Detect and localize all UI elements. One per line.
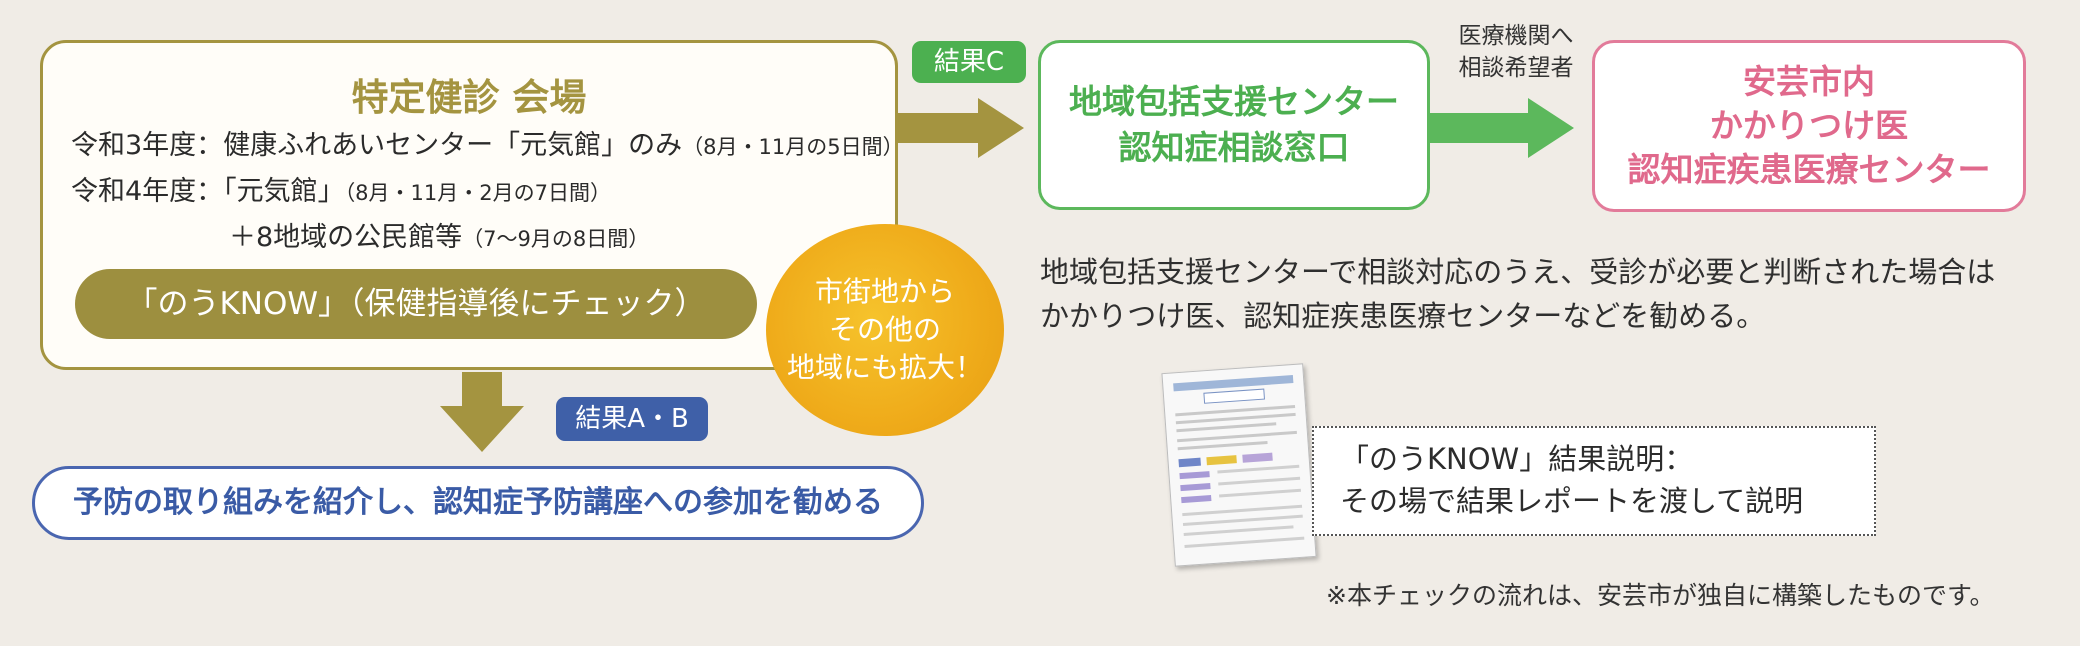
support-center-box: 地域包括支援センター 認知症相談窓口: [1038, 40, 1430, 210]
result-c-badge: 結果C: [912, 41, 1026, 83]
report-document-icon: [1173, 375, 1305, 548]
medical-referral-note: 医療機関へ 相談希望者: [1436, 20, 1596, 84]
venue-row-r4: 令和4年度：「元気館」（8月・11月・2月の7日間）: [71, 169, 611, 208]
result-explanation-line-1: 「のうKNOW」結果説明：: [1340, 442, 1694, 476]
venue-title: 特定健診 会場: [351, 76, 587, 119]
description-text: 地域包括支援センターで相談対応のうえ、受診が必要と判断された場合は かかりつけ医…: [1040, 250, 2040, 338]
footnote: ※本チェックの流れは、安芸市が独自に構築したものです。: [1326, 581, 1995, 610]
expansion-line-2: その他の: [828, 313, 941, 346]
venue-row-r3-label: 令和3年度：健康ふれあいセンター「元気館」のみ: [71, 130, 683, 161]
medical-note-line-2: 相談希望者: [1458, 55, 1574, 81]
result-explanation-box: 「のうKNOW」結果説明： その場で結果レポートを渡して説明: [1312, 426, 1876, 536]
result-explanation-line-2: その場で結果レポートを渡して説明: [1340, 484, 1804, 518]
venue-row-community: ＋8地域の公民館等（7〜9月の8日間）: [229, 215, 649, 254]
venue-row-r3: 令和3年度：健康ふれあいセンター「元気館」のみ（8月・11月の5日間）: [71, 123, 904, 162]
arrow-right-icon: [898, 98, 1024, 158]
prevention-box: 予防の取り組みを紹介し、認知症予防講座への参加を勧める: [32, 466, 924, 540]
medical-center-line-3: 認知症疾患医療センター: [1627, 150, 1991, 189]
support-center-line-2: 認知症相談窓口: [1118, 128, 1350, 167]
expansion-line-1: 市街地から: [814, 275, 955, 308]
result-ab-badge: 結果A・B: [556, 397, 708, 441]
venue-row-r4-label: 令和4年度：「元気館」: [71, 176, 345, 207]
medical-center-line-1: 安芸市内: [1743, 62, 1875, 101]
venue-row-r4-note: （8月・11月・2月の7日間）: [344, 181, 611, 205]
arrow-down-icon: [440, 372, 524, 452]
support-center-line-1: 地域包括支援センター: [1069, 82, 1399, 121]
venue-row-community-note: （7〜9月の8日間）: [462, 227, 650, 251]
nouknow-check-pill: 「のうKNOW」（保健指導後にチェック）: [75, 269, 757, 339]
medical-center-line-2: かかりつけ医: [1709, 106, 1909, 145]
description-line-1: 地域包括支援センターで相談対応のうえ、受診が必要と判断された場合は: [1040, 255, 1996, 289]
venue-box: 特定健診 会場 令和3年度：健康ふれあいセンター「元気館」のみ（8月・11月の5…: [40, 40, 904, 370]
venue-row-r3-note: （8月・11月の5日間）: [682, 135, 904, 159]
medical-note-line-1: 医療機関へ: [1458, 23, 1574, 49]
venue-row-community-label: ＋8地域の公民館等: [229, 222, 463, 253]
expansion-circle: 市街地から その他の 地域にも拡大！: [766, 224, 1004, 436]
arrow-right-icon: [1430, 98, 1574, 158]
report-sheet-image: [1161, 363, 1317, 567]
description-line-2: かかりつけ医、認知症疾患医療センターなどを勧める。: [1040, 299, 1766, 333]
expansion-line-3: 地域にも拡大！: [786, 351, 983, 384]
medical-center-box: 安芸市内 かかりつけ医 認知症疾患医療センター: [1592, 40, 2026, 212]
